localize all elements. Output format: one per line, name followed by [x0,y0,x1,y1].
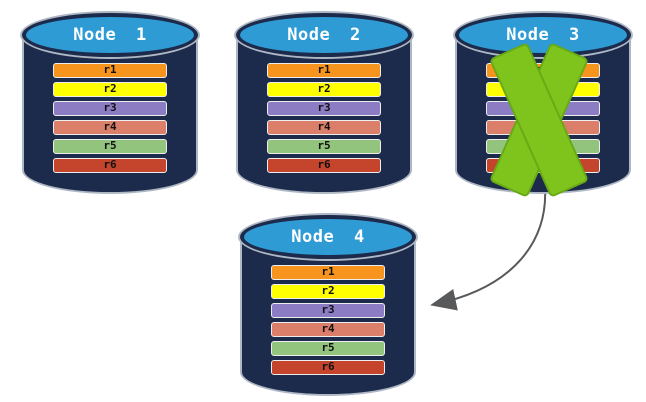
node-4: Node 4 r1 r2 r3 r4 r5 r6 [240,215,416,396]
replica-row: r5 [271,341,385,356]
replica-row: r3 [486,101,600,116]
replica-row: r5 [53,139,167,154]
node-1-replica-rows: r1 r2 r3 r4 r5 r6 [53,63,167,177]
replica-row: r3 [267,101,381,116]
replica-row: r2 [486,82,600,97]
node-3-cylinder-top: Node 3 [455,13,631,57]
replica-row: r4 [267,120,381,135]
failover-arrow-path [430,186,547,311]
replica-row: r1 [267,63,381,78]
replica-row: r2 [53,82,167,97]
node-3: Node 3 r1 r2 r3 r4 r5 r6 [455,13,631,194]
node-4-cylinder-top: Node 4 [240,215,416,259]
replica-row: r5 [267,139,381,154]
replica-row: r1 [271,265,385,280]
node-4-title: Node 4 [291,227,365,247]
node-4-replica-rows: r1 r2 r3 r4 r5 r6 [271,265,385,379]
replica-row: r6 [486,158,600,173]
replica-row: r6 [267,158,381,173]
replica-row: r2 [267,82,381,97]
replica-row: r1 [53,63,167,78]
node-2-cylinder-top: Node 2 [236,13,412,57]
replica-row: r3 [53,101,167,116]
replica-row: r4 [53,120,167,135]
node-1-title: Node 1 [73,25,147,45]
node-3-replica-rows: r1 r2 r3 r4 r5 r6 [486,63,600,177]
node-3-title: Node 3 [506,25,580,45]
replica-row: r2 [271,284,385,299]
node-2-title: Node 2 [287,25,361,45]
replica-row: r4 [271,322,385,337]
node-1: Node 1 r1 r2 r3 r4 r5 r6 [22,13,198,194]
node-2-replica-rows: r1 r2 r3 r4 r5 r6 [267,63,381,177]
replica-row: r6 [271,360,385,375]
replica-row: r5 [486,139,600,154]
replica-row: r4 [486,120,600,135]
replica-row: r1 [486,63,600,78]
replica-row: r3 [271,303,385,318]
node-2: Node 2 r1 r2 r3 r4 r5 r6 [236,13,412,194]
node-1-cylinder-top: Node 1 [22,13,198,57]
replica-row: r6 [53,158,167,173]
